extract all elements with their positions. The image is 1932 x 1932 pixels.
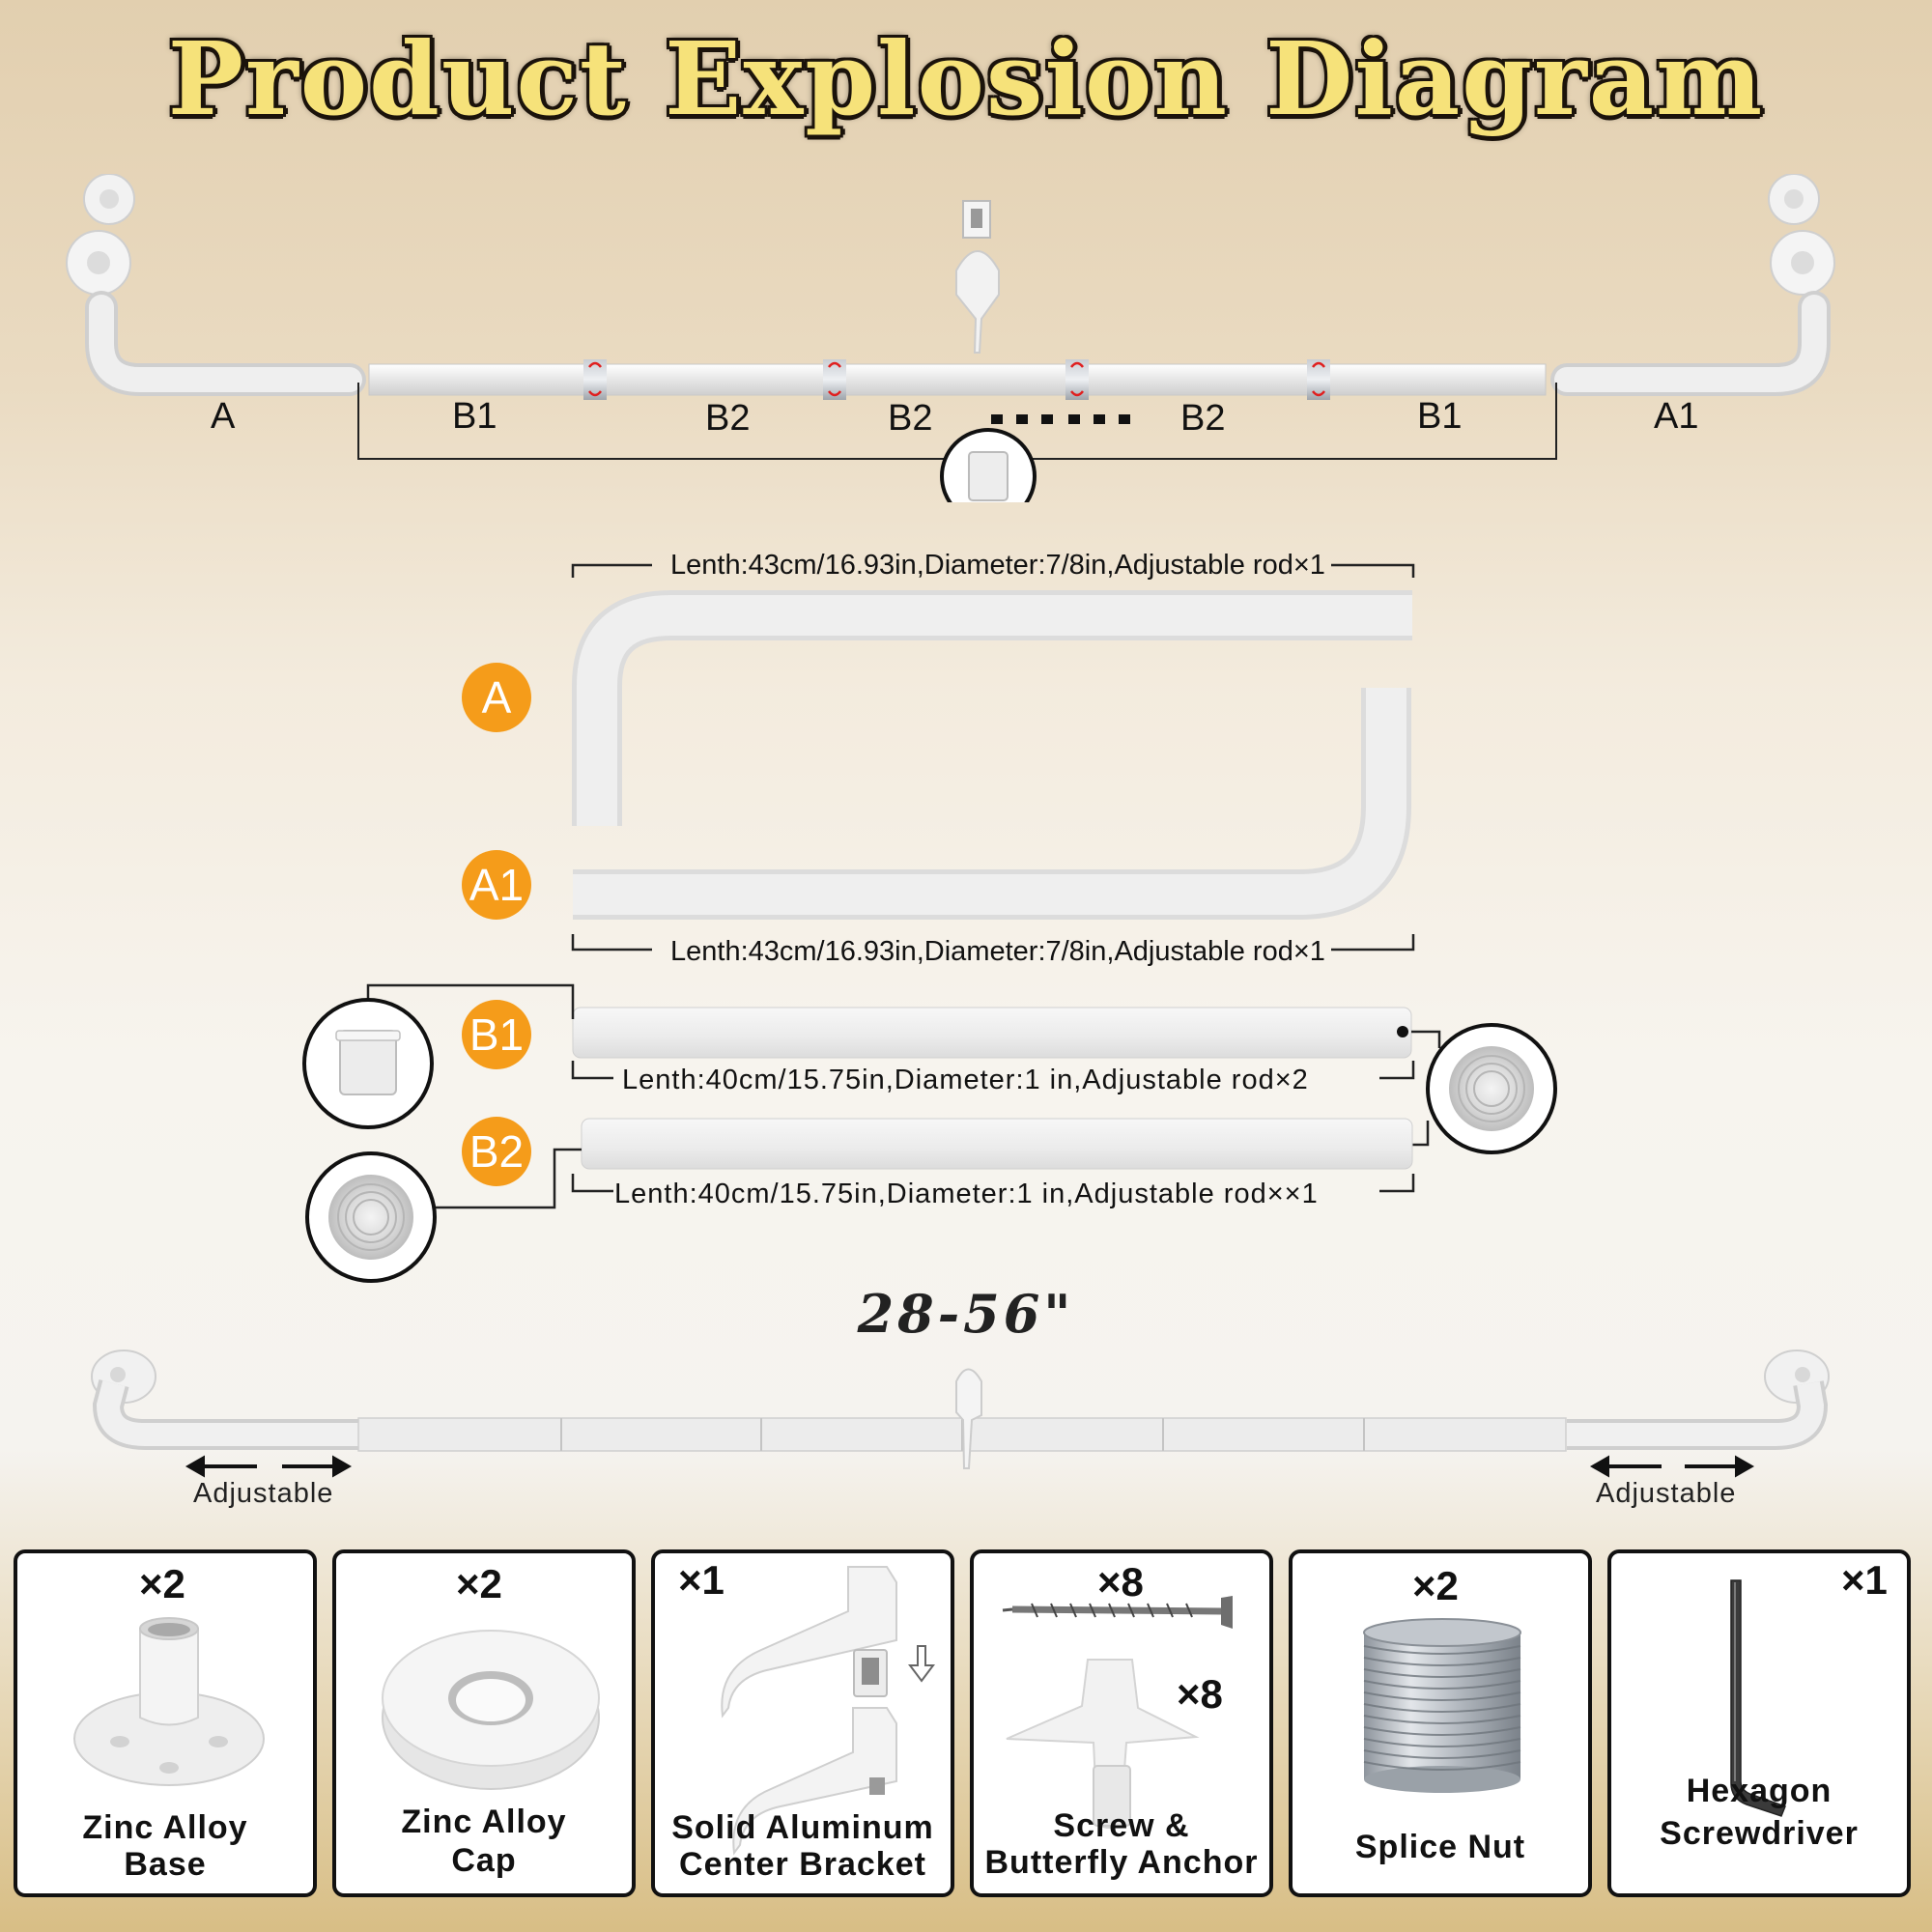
segment-label-b1-right: B1 bbox=[1417, 396, 1463, 437]
name-hex-key-line2: Screwdriver bbox=[1660, 1815, 1859, 1852]
zinc-base-icon bbox=[73, 1617, 265, 1786]
center-bracket-icon bbox=[955, 200, 1000, 354]
zinc-cap-icon bbox=[382, 1630, 600, 1790]
length-range: 28-56" bbox=[857, 1283, 1075, 1345]
accessory-card-cap: ×2 Zinc Alloy Cap bbox=[332, 1549, 636, 1897]
segment-label-b2-2: B2 bbox=[888, 398, 933, 439]
adjustable-label-right: Adjustable bbox=[1596, 1478, 1737, 1509]
end-cap-closeup-icon bbox=[335, 1030, 401, 1095]
badge-b1: B1 bbox=[462, 1000, 531, 1069]
accessory-card-hex-key: ×1 Hexagon Screwdriver bbox=[1607, 1549, 1911, 1897]
splice-nut-icon bbox=[1363, 1618, 1521, 1793]
qty-splice-nut: ×2 bbox=[1412, 1563, 1459, 1608]
name-bracket-line2: Center Bracket bbox=[679, 1846, 926, 1883]
badge-b2: B2 bbox=[462, 1117, 531, 1186]
dimension-label-b2: Lenth:40cm/15.75in,Diameter:1 in,Adjusta… bbox=[614, 1179, 1319, 1209]
segment-label-b1-left: B1 bbox=[452, 396, 497, 437]
name-hex-key-line1: Hexagon bbox=[1686, 1773, 1833, 1809]
segment-label-a: A bbox=[211, 396, 236, 437]
name-screw-line1: Screw & bbox=[1053, 1807, 1190, 1844]
name-base-line2: Base bbox=[124, 1846, 207, 1883]
hex-key-icon bbox=[1730, 1579, 1786, 1817]
qty-hex-key: ×1 bbox=[1841, 1557, 1888, 1603]
qty-cap: ×2 bbox=[456, 1561, 502, 1606]
name-bracket-line1: Solid Aluminum bbox=[671, 1809, 934, 1846]
dimension-label-a1: Lenth:43cm/16.93in,Diameter:7/8in,Adjust… bbox=[670, 936, 1325, 967]
accessory-card-base: ×2 Zinc Alloy Base bbox=[14, 1549, 317, 1897]
parts-detail-illustration bbox=[302, 563, 1557, 1283]
right-flange-icon bbox=[1768, 174, 1835, 296]
accessory-card-screw-anchor: ×8 ×8 Screw & Butterfly Anchor bbox=[970, 1549, 1273, 1897]
segment-label-b2-3: B2 bbox=[1180, 398, 1226, 439]
name-cap-line2: Cap bbox=[451, 1842, 517, 1879]
threaded-end-closeup-icon-b2 bbox=[328, 1175, 413, 1260]
name-cap-line1: Zinc Alloy bbox=[401, 1804, 567, 1840]
accessory-card-splice-nut: ×2 Splice Nut bbox=[1289, 1549, 1592, 1897]
page-title: Product Explosion Diagram bbox=[167, 19, 1765, 138]
screw-anchor-icon bbox=[1002, 1596, 1233, 1829]
screw-icon bbox=[1002, 1596, 1233, 1629]
badge-a1: A1 bbox=[462, 850, 531, 920]
adjustable-label-left: Adjustable bbox=[193, 1478, 334, 1509]
dimension-label-a: Lenth:43cm/16.93in,Diameter:7/8in,Adjust… bbox=[670, 550, 1325, 581]
adjust-arrows-left-icon bbox=[185, 1455, 353, 1478]
qty-screw: ×8 bbox=[1097, 1559, 1144, 1605]
qty-anchor: ×8 bbox=[1177, 1671, 1223, 1717]
left-flange-icon bbox=[66, 174, 135, 296]
name-screw-line2: Butterfly Anchor bbox=[984, 1844, 1259, 1881]
accessory-card-bracket: ×1 Solid Aluminum Center Bracket bbox=[651, 1549, 954, 1897]
dimension-label-b1: Lenth:40cm/15.75in,Diameter:1 in,Adjusta… bbox=[622, 1065, 1309, 1095]
name-base-line1: Zinc Alloy bbox=[82, 1809, 248, 1846]
qty-bracket: ×1 bbox=[678, 1557, 724, 1603]
segment-label-a1: A1 bbox=[1654, 396, 1699, 437]
name-splice-nut: Splice Nut bbox=[1354, 1829, 1526, 1865]
segment-label-b2-1: B2 bbox=[705, 398, 751, 439]
center-bracket-icon-card bbox=[721, 1566, 935, 1856]
threaded-end-closeup-icon bbox=[1449, 1046, 1534, 1131]
assembled-rod-illustration bbox=[91, 1350, 1830, 1478]
qty-base: ×2 bbox=[139, 1561, 185, 1606]
exploded-rod-illustration bbox=[66, 174, 1835, 502]
badge-a: A bbox=[462, 663, 531, 732]
butterfly-anchor-icon bbox=[1006, 1659, 1200, 1829]
adjust-arrows-right-icon bbox=[1589, 1455, 1755, 1478]
